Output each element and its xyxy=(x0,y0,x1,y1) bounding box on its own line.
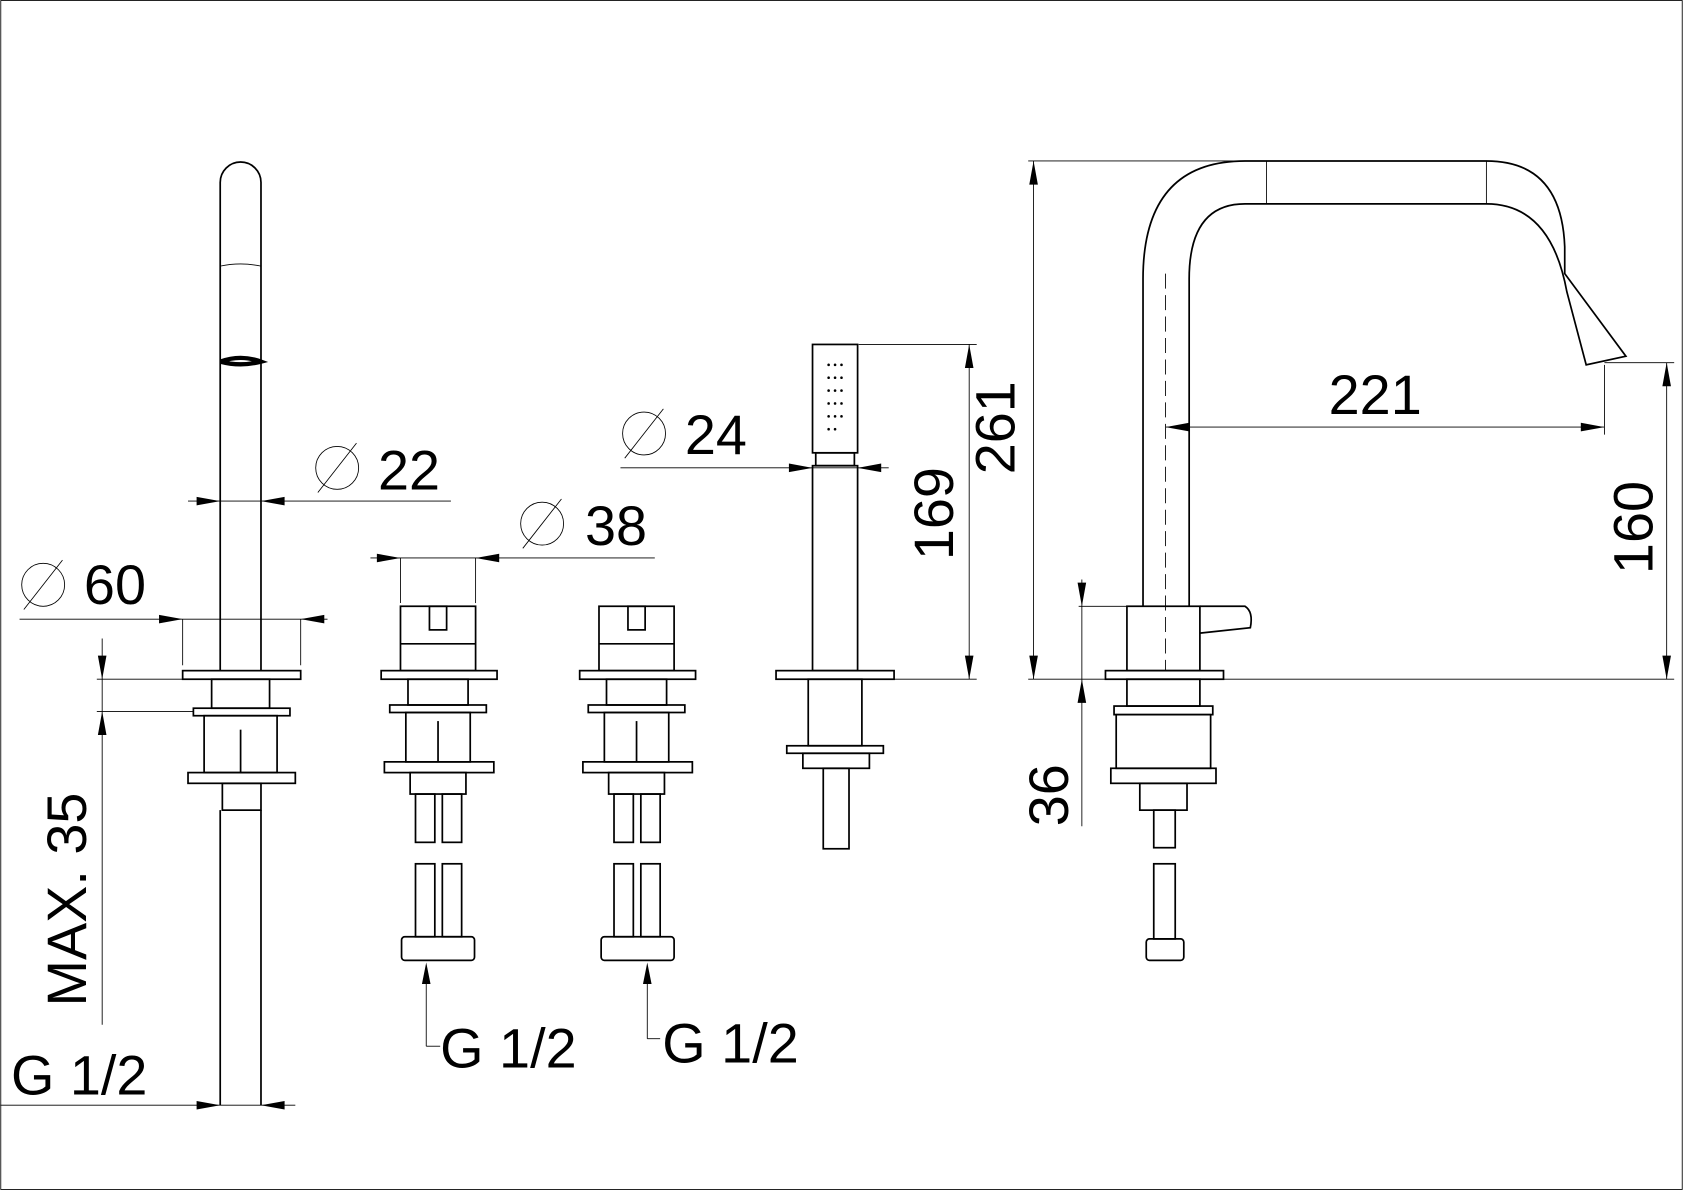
spout-component xyxy=(181,161,302,1106)
dim-261-label: 261 xyxy=(963,381,1026,474)
dim-169-label: 169 xyxy=(902,467,965,560)
valve-right xyxy=(578,605,697,962)
thread-valve-right-label: G 1/2 xyxy=(662,1011,798,1074)
dim-38-label: 38 xyxy=(585,494,647,557)
dim-36-label: 36 xyxy=(1017,764,1080,826)
dim-24-label: 24 xyxy=(685,403,747,466)
hand-shower xyxy=(775,343,895,850)
thread-spout-label: G 1/2 xyxy=(11,1043,147,1106)
dim-160-label: 160 xyxy=(1602,481,1665,574)
dim-60-label: 60 xyxy=(84,553,146,616)
max-35-label: MAX. 35 xyxy=(35,793,98,1007)
thread-valve-left-label: G 1/2 xyxy=(440,1017,576,1080)
dim-22-label: 22 xyxy=(378,438,440,501)
dimension-lines xyxy=(0,160,1675,1110)
valve-left xyxy=(380,605,498,962)
dim-221-label: 221 xyxy=(1329,363,1422,426)
mixer xyxy=(1104,160,1628,962)
